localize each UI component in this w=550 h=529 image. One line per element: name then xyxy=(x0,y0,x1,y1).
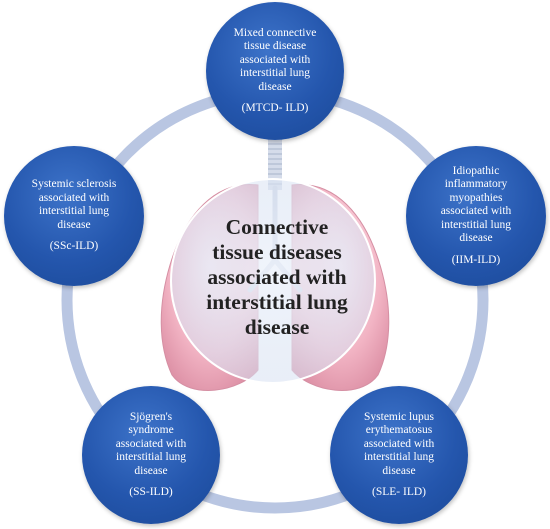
center-circle xyxy=(170,178,376,384)
node-description: Sjögren's syndrome associated with inter… xyxy=(115,410,187,477)
node-abbreviation: (IIM-ILD) xyxy=(451,253,501,266)
node-description: Systemic sclerosis associated with inter… xyxy=(31,178,117,231)
node-description: Mixed connective tissue disease associat… xyxy=(233,26,317,93)
node-abbreviation: (MTCD- ILD) xyxy=(241,102,309,114)
node-sle-ild: Systemic lupus erythematosus associated … xyxy=(330,386,468,524)
node-mctd-ild: Mixed connective tissue disease associat… xyxy=(206,2,344,140)
node-abbreviation: (SS-ILD) xyxy=(129,486,173,498)
node-description: Systemic lupus erythematosus associated … xyxy=(363,410,435,477)
node-abbreviation: (SLE- ILD) xyxy=(372,486,426,498)
node-iim-ild: Idiopathic inflammatory myopathies assoc… xyxy=(406,146,546,286)
node-abbreviation: (SSc-ILD) xyxy=(49,240,99,253)
node-ssc-ild: Systemic sclerosis associated with inter… xyxy=(4,146,144,286)
node-description: Idiopathic inflammatory myopathies assoc… xyxy=(440,164,512,245)
center-title: Connective tissue diseases associated wi… xyxy=(206,215,348,339)
node-ss-ild: Sjögren's syndrome associated with inter… xyxy=(82,386,220,524)
